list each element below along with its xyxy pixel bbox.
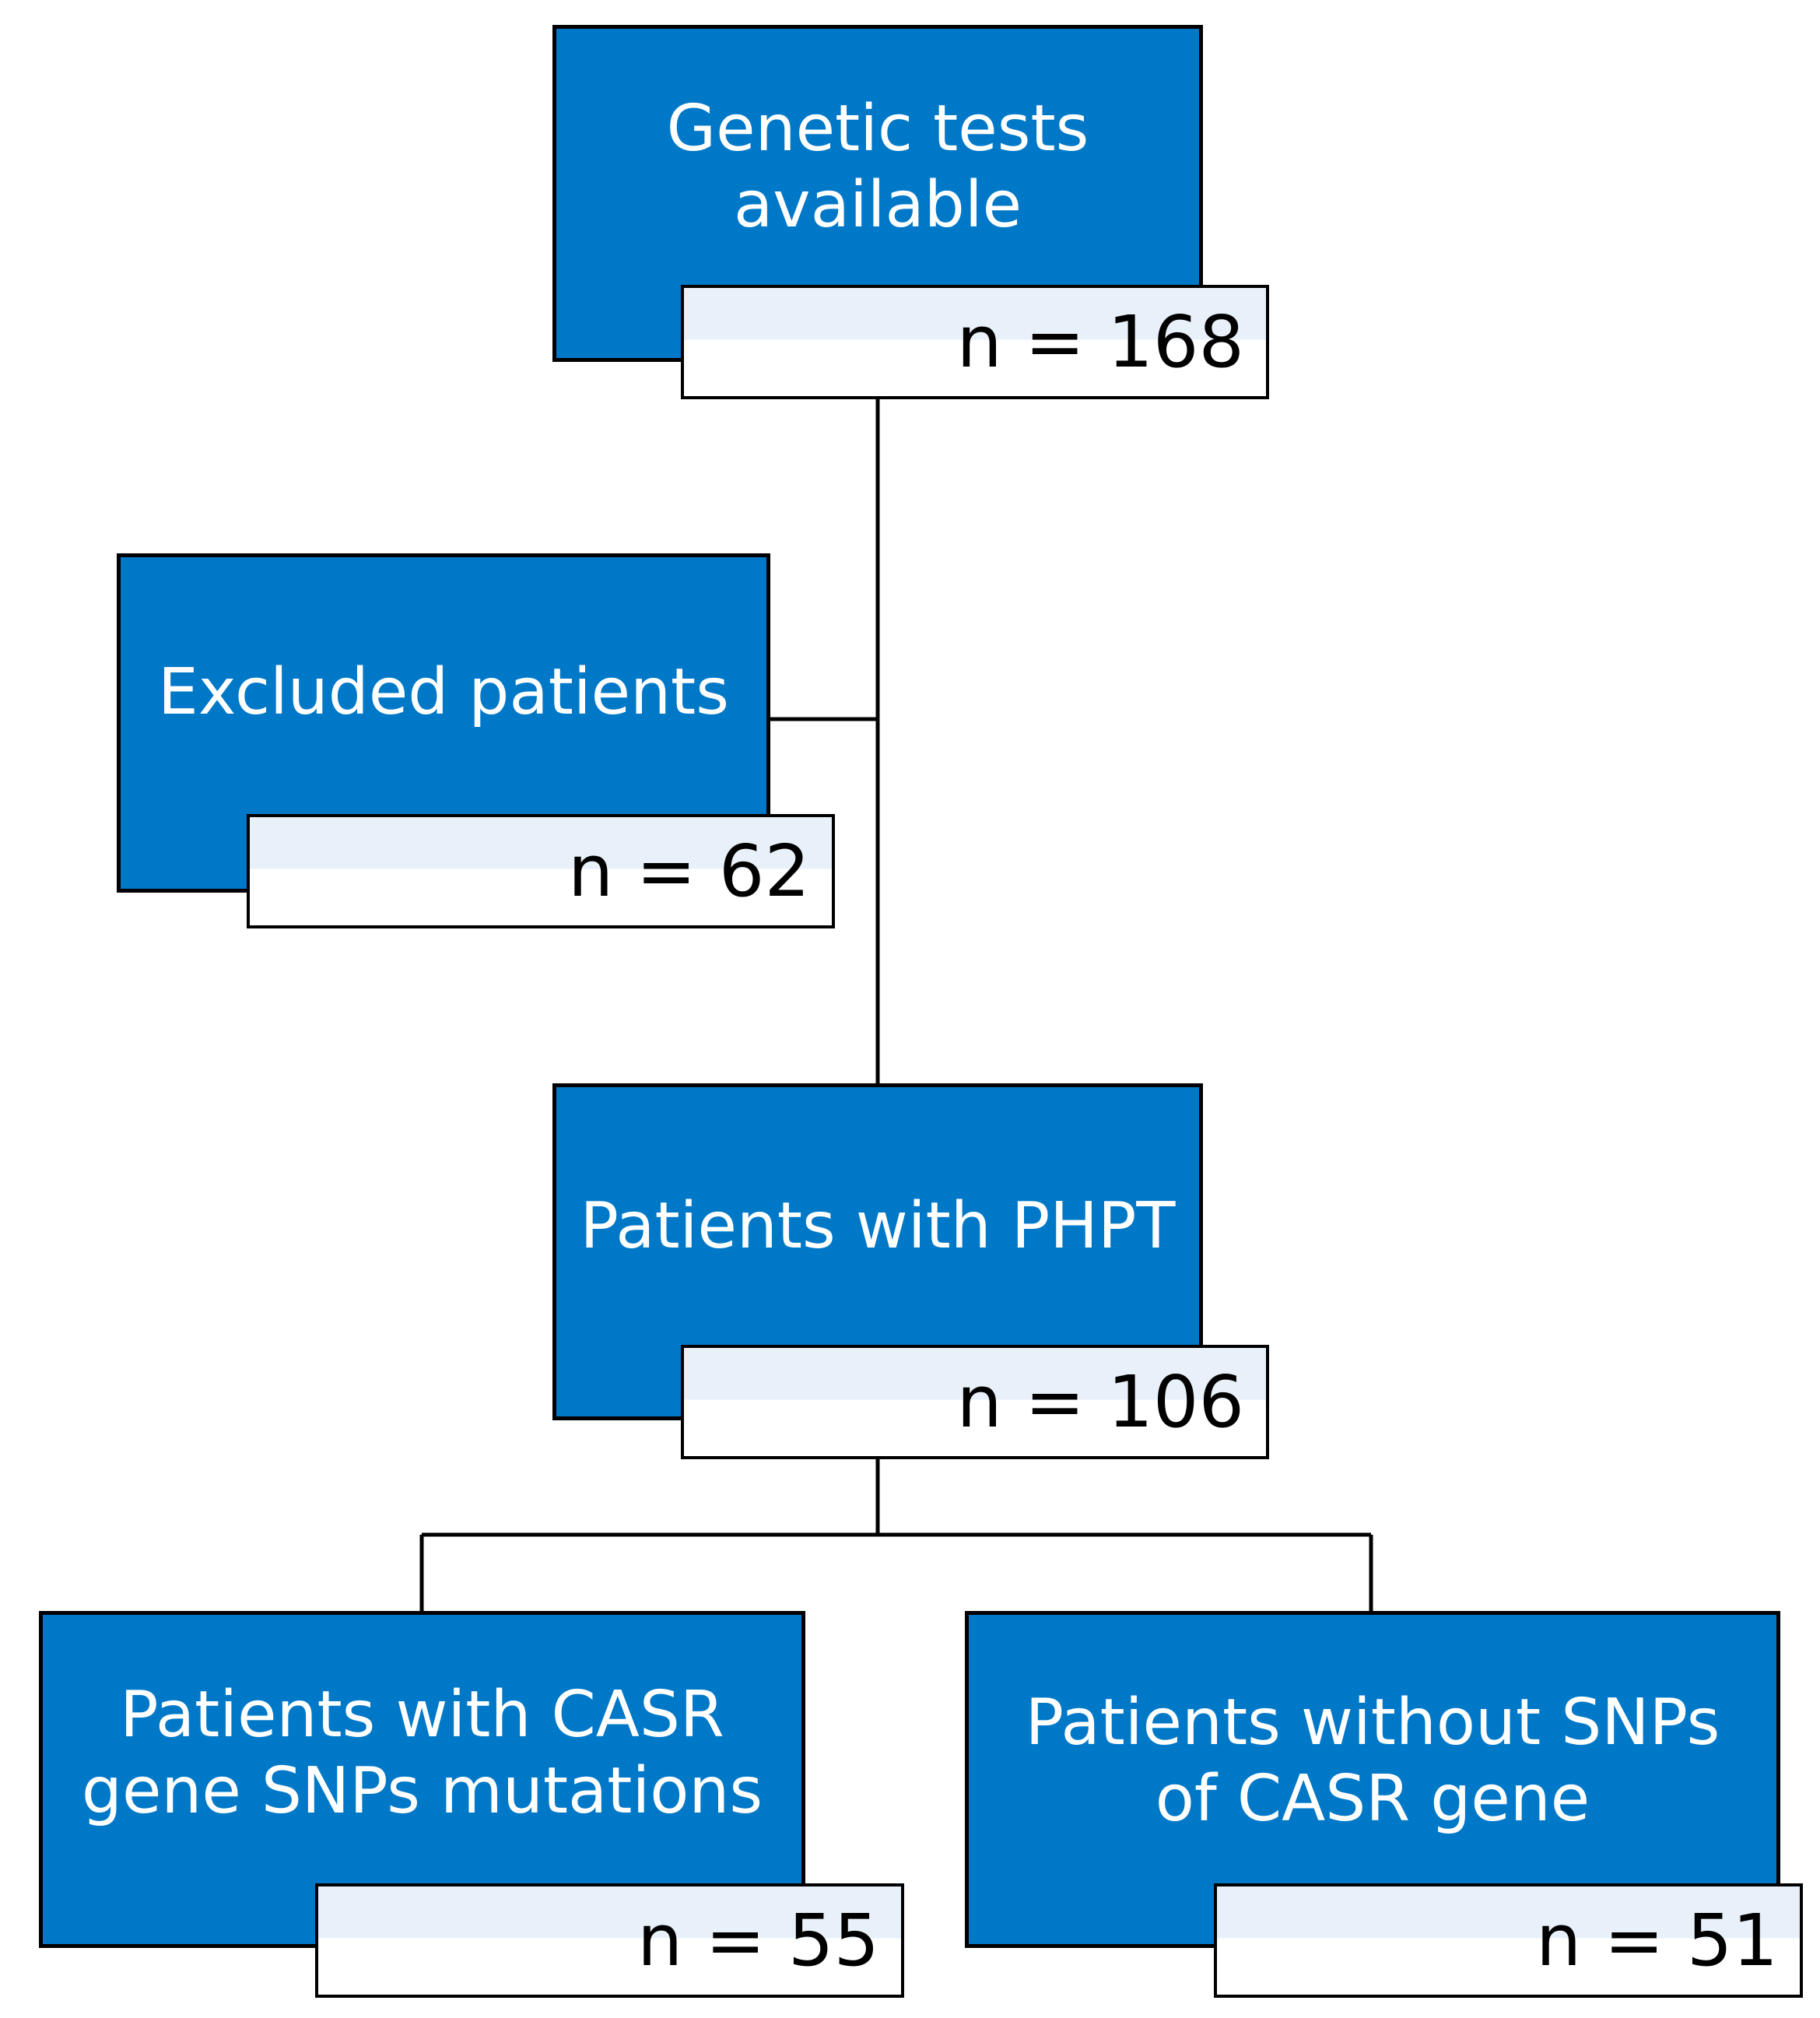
node-no-snps-title: Patients without SNPs of CASR gene (1025, 1686, 1720, 1837)
node-genetic-tests-count: n = 168 (681, 285, 1269, 399)
node-genetic-tests-title: Genetic tests available (666, 92, 1089, 243)
node-no-snps-count: n = 51 (1214, 1883, 1803, 1998)
node-excluded-count-text: n = 62 (568, 829, 810, 913)
node-casr-snps-count-text: n = 55 (637, 1898, 879, 1982)
node-no-snps-count-text: n = 51 (1536, 1898, 1778, 1982)
node-genetic-tests-count-text: n = 168 (956, 300, 1244, 384)
node-phpt-title: Patients with PHPT (580, 1189, 1176, 1263)
node-casr-snps-title: Patients with CASR gene SNPs mutations (81, 1678, 763, 1829)
node-excluded-title: Excluded patients (158, 655, 729, 729)
node-casr-snps-count: n = 55 (315, 1883, 904, 1998)
node-phpt-count-text: n = 106 (956, 1360, 1244, 1444)
node-excluded-count: n = 62 (247, 814, 835, 928)
node-phpt-count: n = 106 (681, 1345, 1269, 1459)
